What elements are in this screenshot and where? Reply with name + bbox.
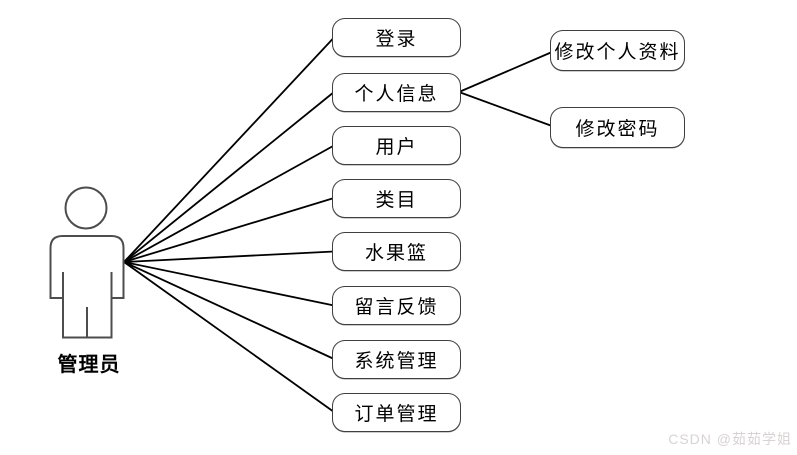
use-case-fruit-basket[interactable]: 水果篮 — [332, 232, 461, 271]
use-case-login[interactable]: 登录 — [332, 18, 461, 57]
line-actor-category — [123, 197, 335, 263]
line-personal-edit-profile — [458, 51, 553, 93]
line-actor-system — [123, 261, 335, 360]
line-personal-change-password — [458, 91, 553, 127]
line-actor-fruit — [123, 250, 335, 263]
actor-figure — [49, 186, 125, 339]
personal-info-fork-lines — [458, 51, 553, 127]
line-actor-order — [123, 261, 335, 413]
line-actor-login — [123, 36, 335, 263]
actor-head — [64, 186, 108, 230]
watermark: CSDN @茹茹学姐 — [668, 431, 792, 447]
line-actor-personal — [123, 91, 335, 263]
use-case-order-management[interactable]: 订单管理 — [332, 392, 461, 432]
line-actor-feedback — [123, 261, 335, 307]
use-case-personal-info[interactable]: 个人信息 — [332, 72, 461, 112]
use-case-users[interactable]: 用户 — [332, 126, 461, 165]
use-case-feedback[interactable]: 留言反馈 — [332, 286, 461, 325]
use-case-change-password[interactable]: 修改密码 — [550, 107, 685, 148]
line-actor-users — [123, 144, 335, 263]
actor-body — [49, 235, 125, 339]
actor-association-lines — [123, 36, 335, 413]
use-case-system-management[interactable]: 系统管理 — [332, 339, 461, 379]
actor-label: 管理员 — [57, 354, 121, 376]
use-case-categories[interactable]: 类目 — [332, 178, 461, 218]
use-case-edit-profile[interactable]: 修改个人资料 — [550, 30, 685, 71]
